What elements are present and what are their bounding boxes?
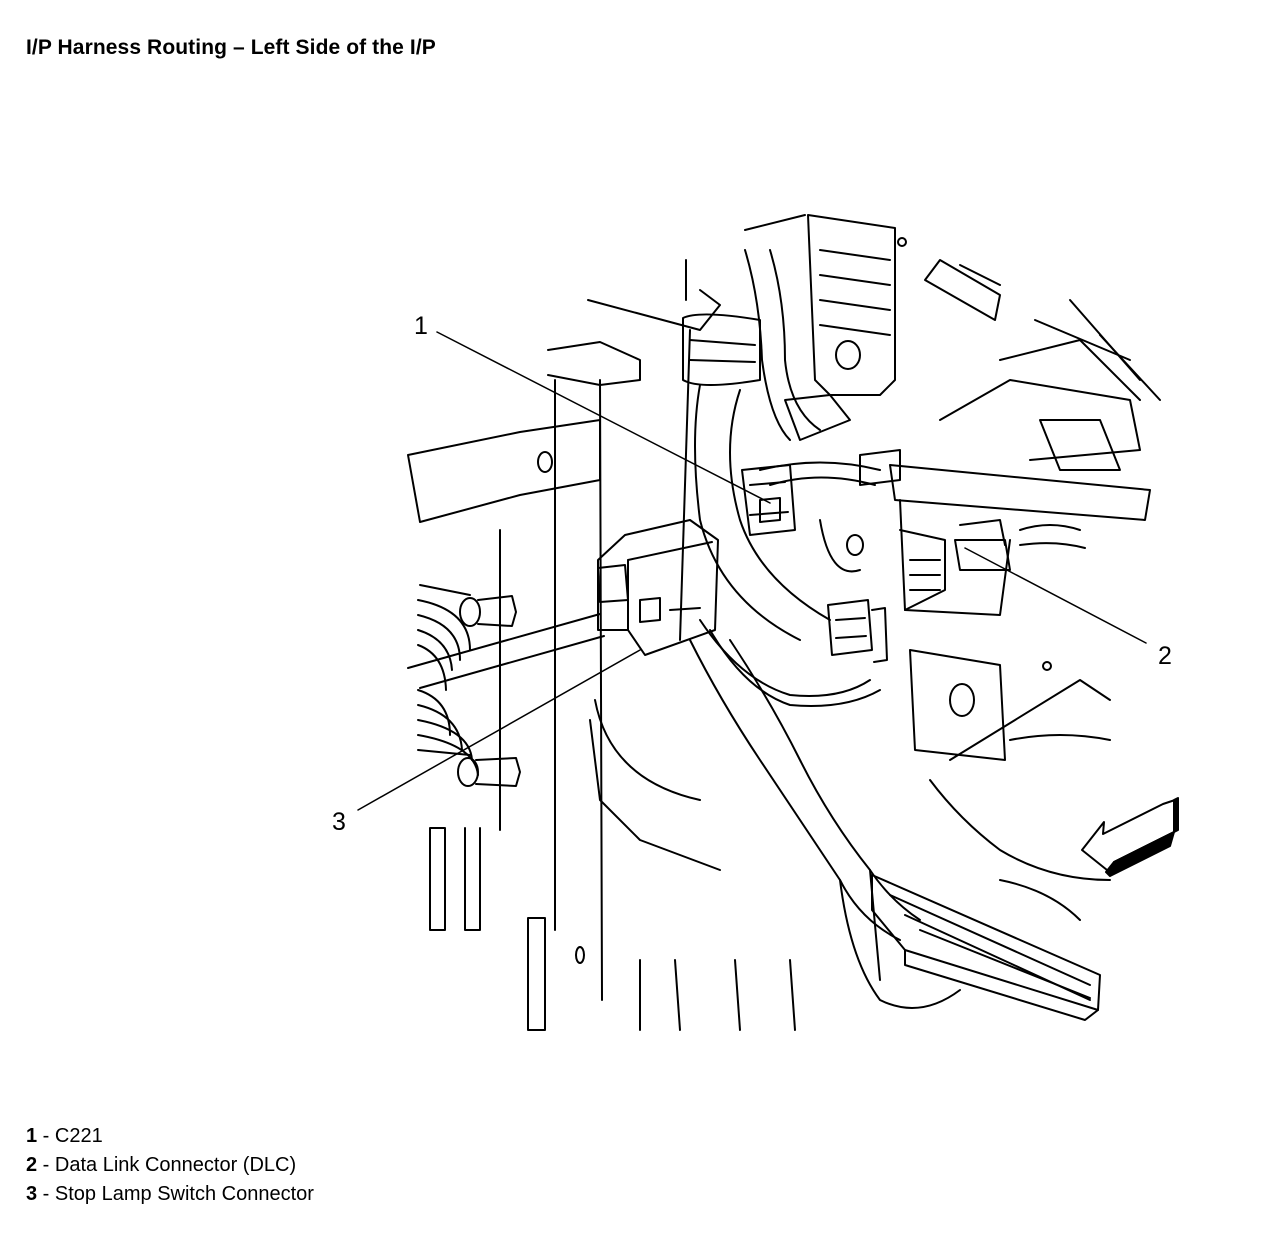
- page-title: I/P Harness Routing – Left Side of the I…: [26, 36, 436, 59]
- pushrod: [407, 613, 605, 689]
- leader-lines: [357, 331, 1147, 811]
- leader-line-3: [357, 649, 641, 811]
- legend-item-3: 3 - Stop Lamp Switch Connector: [26, 1180, 314, 1209]
- callout-3-label: 3: [332, 808, 346, 836]
- dash-structure: [407, 259, 796, 1031]
- callout-2-label: 2: [1158, 642, 1172, 670]
- leader-line-2: [964, 547, 1147, 644]
- legend-separator: -: [37, 1183, 55, 1205]
- leader-line-1: [436, 331, 771, 504]
- legend-number: 3: [26, 1183, 38, 1205]
- steering-column-lower: [909, 649, 1111, 921]
- legend-description: Stop Lamp Switch Connector: [54, 1183, 314, 1205]
- legend-separator: -: [37, 1125, 55, 1147]
- legend-item-1: 1 - C221: [26, 1122, 314, 1151]
- harness-lower-connector: [827, 599, 888, 663]
- legend-item-2: 2 - Data Link Connector (DLC): [26, 1151, 314, 1180]
- legend-description: Data Link Connector (DLC): [54, 1154, 297, 1176]
- brake-pedal-pad: [871, 874, 1101, 1021]
- mounting-studs: [457, 595, 521, 787]
- c221-connector: [741, 464, 796, 536]
- brake-pedal-arm: [689, 639, 961, 1009]
- legend-description: C221: [54, 1125, 103, 1147]
- stop-lamp-switch: [597, 519, 719, 656]
- legend-number: 1: [26, 1125, 38, 1147]
- callout-1-label: 1: [414, 312, 428, 340]
- legend-separator: -: [37, 1154, 55, 1176]
- callout-legend: 1 - C221 2 - Data Link Connector (DLC) 3…: [26, 1122, 314, 1209]
- view-direction-arrow-icon: [1081, 797, 1179, 877]
- dlc-bracket: [819, 259, 1161, 616]
- column-bracket: [744, 214, 907, 396]
- legend-number: 2: [26, 1154, 38, 1176]
